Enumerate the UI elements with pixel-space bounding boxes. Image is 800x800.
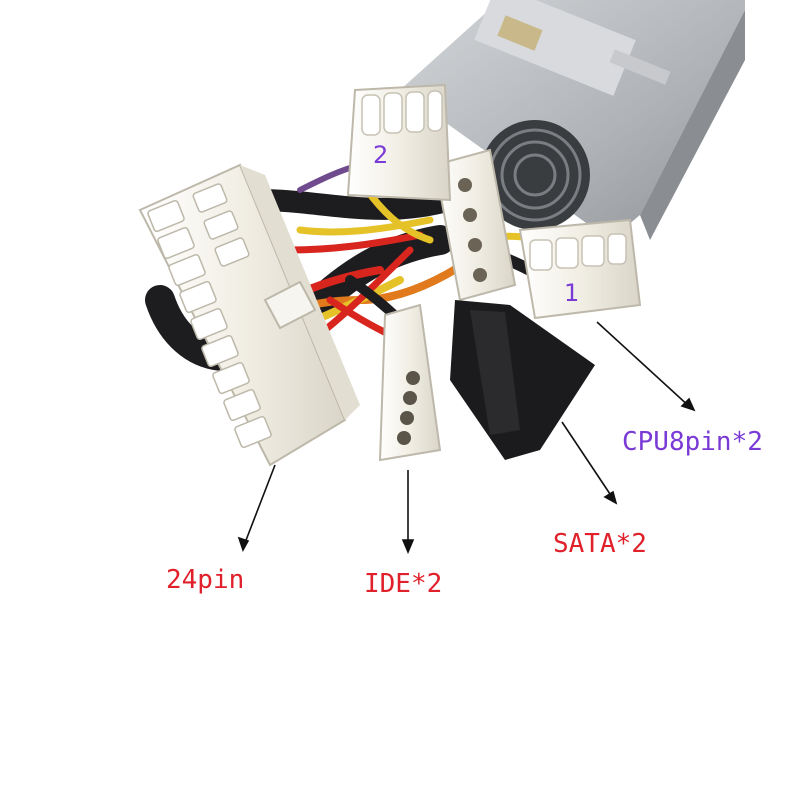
psu-body [400,0,745,240]
arrow-cpu-head [680,397,696,412]
atx-24pin-connector [138,163,360,467]
fan-grille [480,120,590,230]
ide-molex-connector-lower [378,303,442,462]
marker-2: 2 [373,141,389,169]
sata-connector [450,300,595,460]
ide-molex-connector-upper [433,148,517,302]
arrow-cpu [596,321,692,409]
annotation-arrows [237,321,696,555]
label-ide: IDE*2 [364,569,443,599]
arrow-24pin-head [237,536,250,552]
arrow-ide-head [401,539,415,555]
marker-1: 1 [564,279,580,307]
label-sata: SATA*2 [553,529,647,559]
label-24pin: 24pin [166,565,245,595]
cpu-8pin-connector-1 [518,218,642,320]
arrow-sata [561,421,615,501]
arrow-sata-head [603,490,618,505]
cpu-8pin-connector-2 [346,83,452,202]
label-cpu: CPU8pin*2 [622,427,763,457]
arrow-24pin [242,464,276,549]
